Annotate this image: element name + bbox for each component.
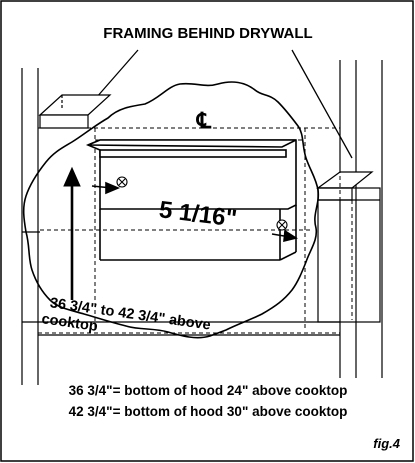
lower-framing: [22, 231, 340, 336]
figure-number: fig.4: [373, 436, 400, 451]
caption-line-2: 42 3/4"= bottom of hood 30" above cookto…: [69, 404, 348, 419]
height-arrow: [63, 166, 81, 300]
right-framing-box: [317, 187, 381, 323]
caption-line-1: 36 3/4"= bottom of hood 24" above cookto…: [69, 383, 348, 398]
centerline-symbol: ℄: [196, 108, 212, 133]
figure-title: FRAMING BEHIND DRYWALL: [103, 25, 312, 42]
bracket-screw-left: [116, 176, 128, 188]
right-framing-block: [316, 171, 374, 201]
drywall-cutout-outline: [22, 81, 320, 339]
height-label-line2: cooktop: [41, 311, 99, 335]
width-dimension-arrows: [91, 181, 299, 243]
bracket-screw-right: [276, 219, 288, 231]
hood-bracket: [85, 139, 297, 261]
title-leader-right: [291, 49, 353, 159]
title-leader-left: [95, 49, 139, 99]
